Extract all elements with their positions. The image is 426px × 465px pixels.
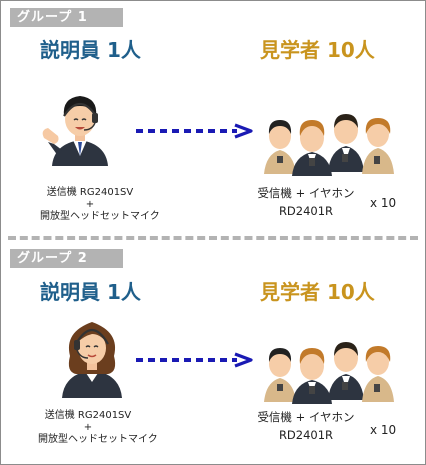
visitors-illustration: [264, 114, 394, 176]
transmitter-caption: 送信機 RG2401SV + 開放型ヘッドセットマイク: [38, 410, 158, 446]
transmitter-model: 送信機 RG2401SV: [44, 410, 132, 421]
group-divider: [8, 236, 418, 240]
receiver-caption: 受信機 + イヤホン RD2401R: [246, 184, 366, 220]
headset-mic: 開放型ヘッドセットマイク: [40, 211, 160, 222]
visitor-heading: 見学者 10人: [260, 280, 375, 304]
group-label: グループ 2: [10, 249, 123, 268]
female-presenter-illustration: [62, 322, 122, 398]
visitors-illustration: [264, 342, 394, 404]
visitor-heading: 見学者 10人: [260, 38, 375, 62]
male-presenter-illustration: [42, 96, 108, 166]
transmitter-plus: +: [83, 422, 93, 433]
receiver-description: 受信機 + イヤホン: [257, 410, 355, 424]
receiver-model: RD2401R: [278, 428, 334, 442]
headset-mic: 開放型ヘッドセットマイク: [38, 434, 158, 445]
transmitter-model: 送信機 RG2401SV: [46, 187, 134, 198]
group-label: グループ 1: [10, 8, 123, 27]
receiver-caption: 受信機 + イヤホン RD2401R: [246, 408, 366, 444]
transmission-arrow: [136, 123, 253, 139]
presenter-heading: 説明員 1人: [40, 280, 141, 304]
transmission-arrow: [136, 352, 253, 368]
transmitter-plus: +: [85, 199, 95, 210]
receiver-quantity: x 10: [370, 423, 397, 437]
presenter-heading: 説明員 1人: [40, 38, 141, 62]
receiver-quantity: x 10: [370, 196, 397, 210]
receiver-description: 受信機 + イヤホン: [257, 186, 355, 200]
transmitter-caption: 送信機 RG2401SV + 開放型ヘッドセットマイク: [40, 187, 160, 223]
receiver-model: RD2401R: [278, 204, 334, 218]
